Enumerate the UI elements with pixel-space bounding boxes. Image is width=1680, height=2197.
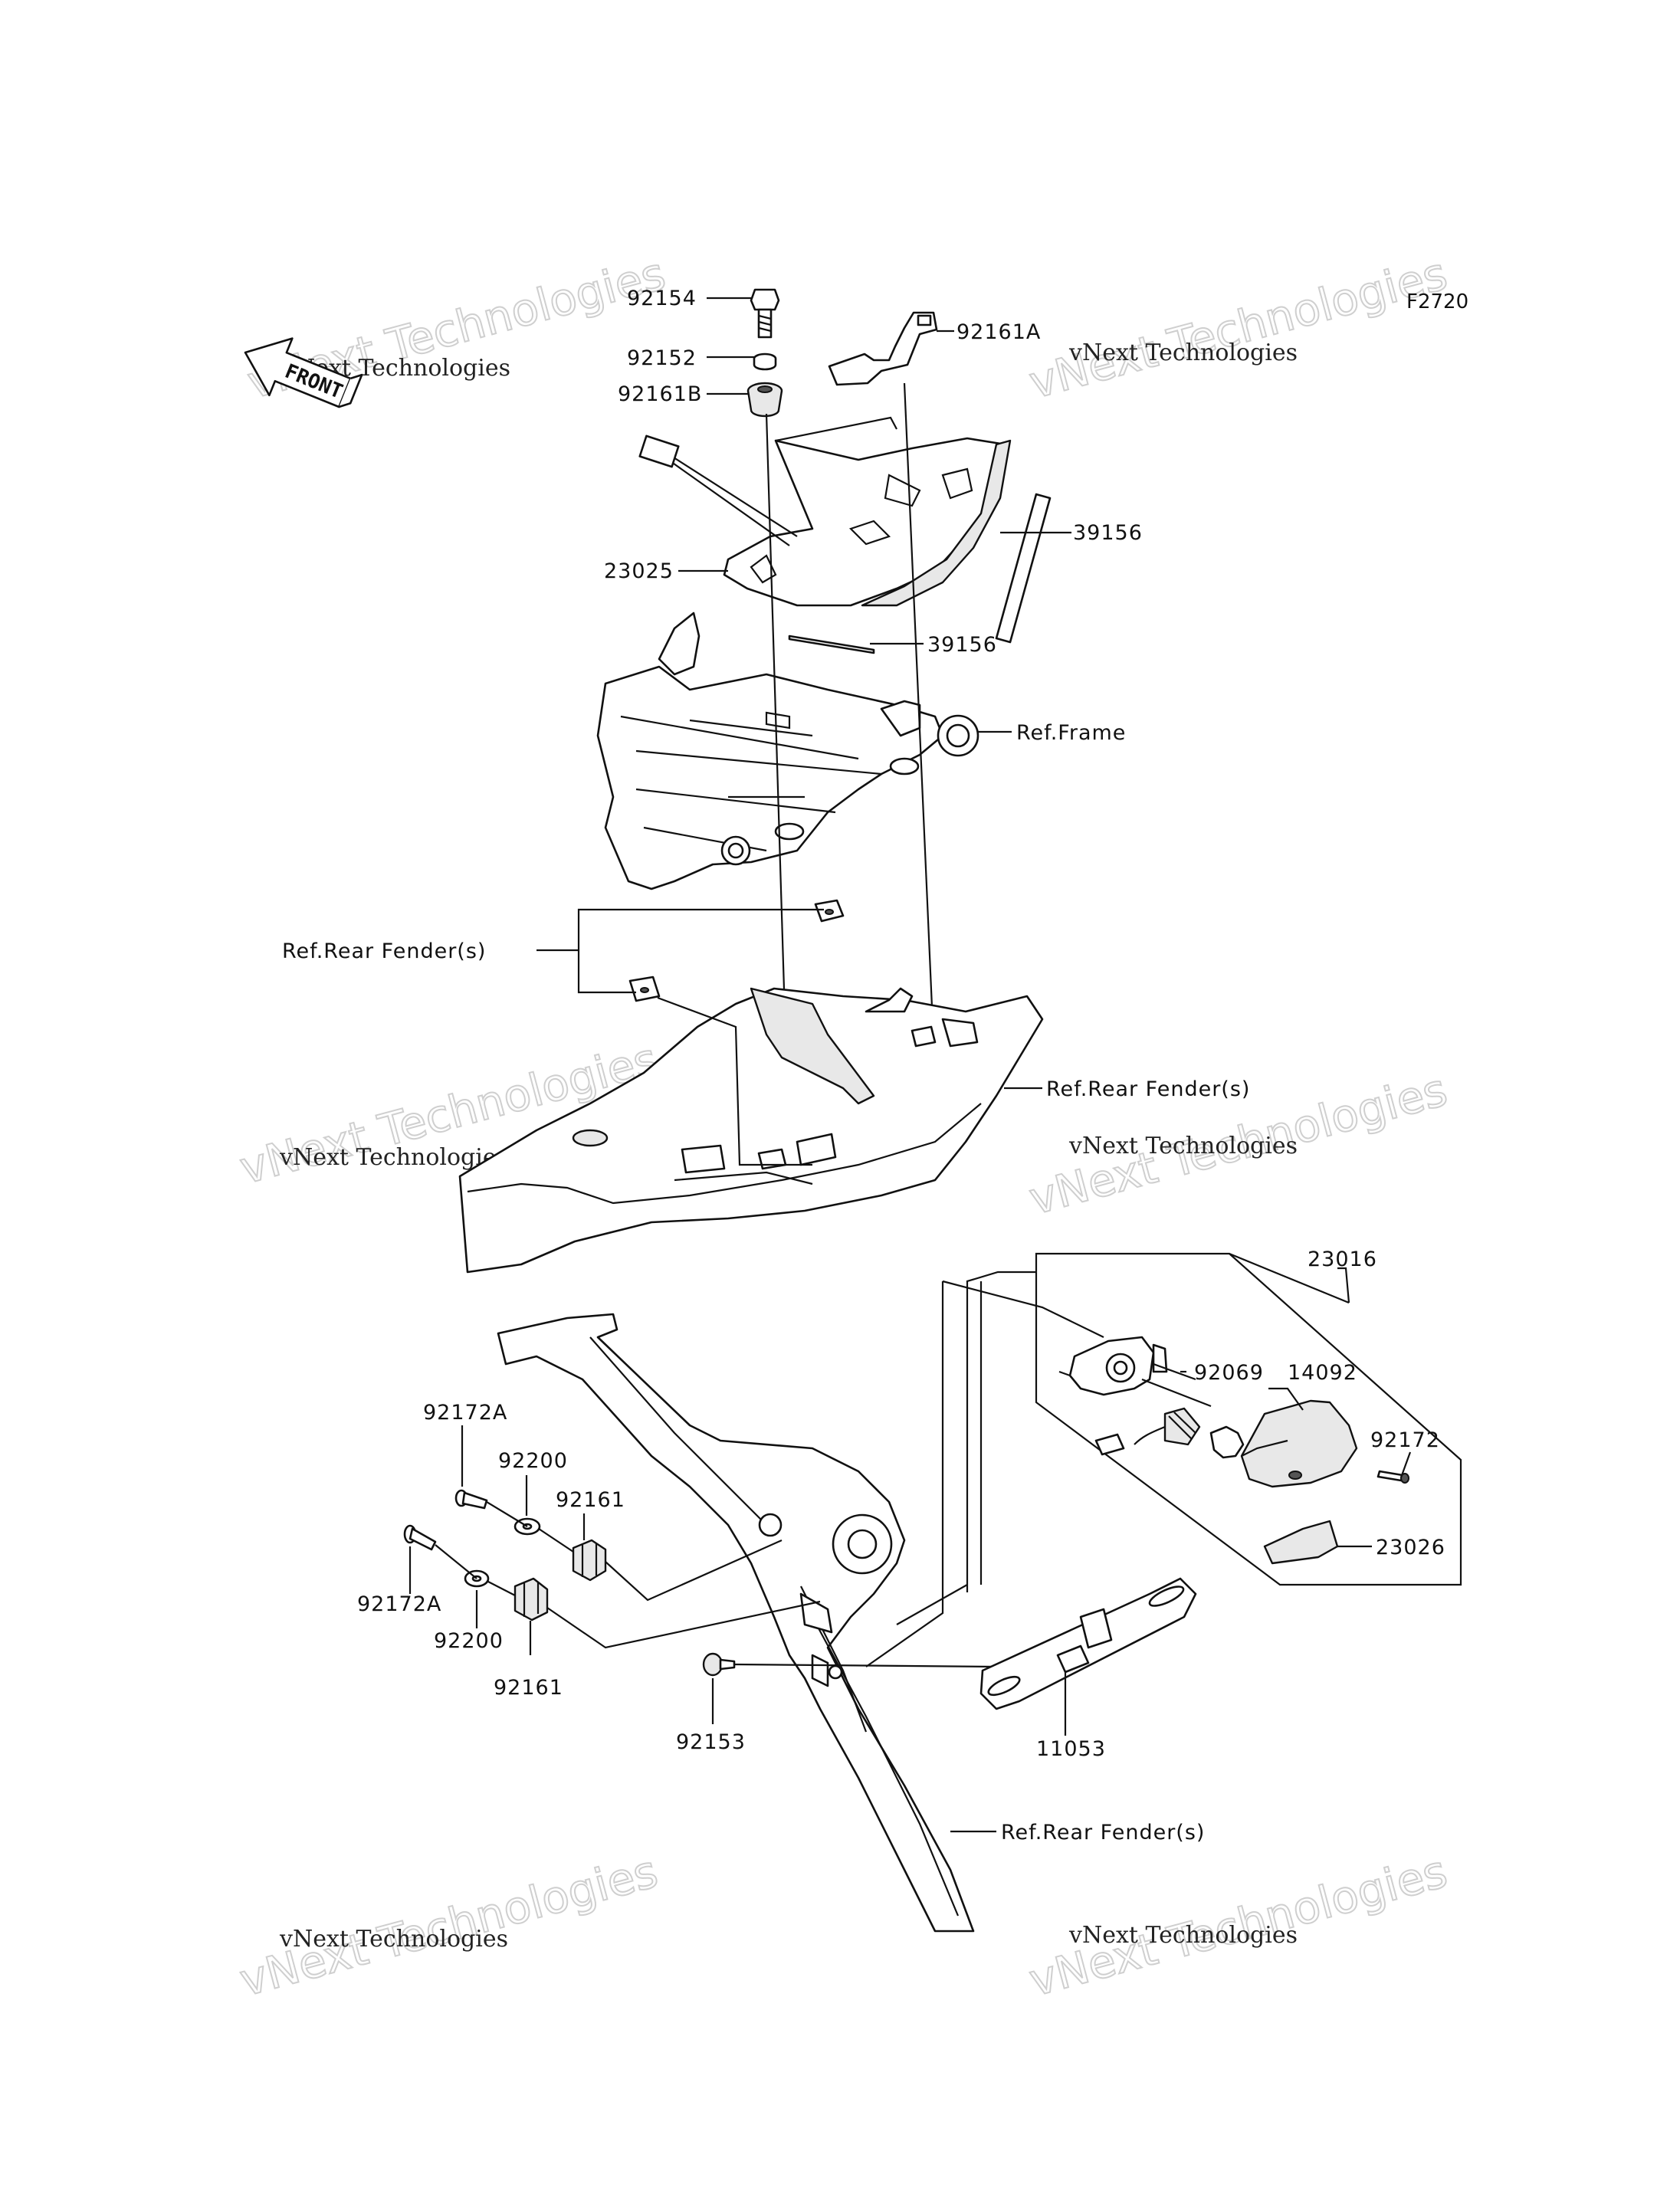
watermark: vNext Technologies: [1023, 247, 1453, 410]
callout-23016: 23016: [1308, 1248, 1377, 1271]
watermark-text: vNext Technologies: [279, 1926, 508, 1953]
leader-line: [733, 1663, 997, 1668]
callout-92172A-upper: 92172A: [423, 1401, 507, 1425]
callout-11053: 11053: [1036, 1737, 1106, 1761]
leader-line: [546, 1600, 821, 1649]
leader-line: [487, 1581, 516, 1596]
clip-nut: [814, 899, 845, 923]
callout-92161-lower: 92161: [494, 1676, 563, 1700]
callout-39156-upper: 39156: [1073, 521, 1143, 545]
callout-92161-upper: 92161: [556, 1488, 625, 1512]
watermark-text: vNext Technologies: [1068, 1922, 1298, 1949]
callout-39156-lower: 39156: [927, 633, 997, 657]
callout-92153: 92153: [676, 1730, 746, 1754]
tail-light-23025: [638, 434, 1012, 607]
callout-23026: 23026: [1376, 1536, 1445, 1559]
rear-fender-upper: [458, 987, 1044, 1274]
socket-assembly: [1058, 1336, 1212, 1408]
watermark-text: vNext Technologies: [279, 1144, 508, 1171]
damper-92161-upper: [572, 1539, 607, 1582]
diagram-code: F2720: [1406, 290, 1468, 313]
callout-labels: 92154 92152 92161B 92161A 39156 23025 39…: [282, 287, 1445, 1844]
watermark-text: vNext Technologies: [1068, 1133, 1298, 1159]
callout-92172A-lower: 92172A: [357, 1592, 441, 1616]
callout-92200-lower: 92200: [434, 1629, 504, 1653]
tape-39156-b: [788, 635, 875, 654]
callout-92200-upper: 92200: [498, 1449, 568, 1473]
watermark-text: vNext Technologies: [1068, 339, 1298, 366]
grommet-92161B: [746, 382, 783, 418]
washer-92152: [753, 353, 777, 371]
svg-text:vNext Technologies: vNext Technologies: [1024, 248, 1452, 409]
callout-92154: 92154: [627, 287, 697, 310]
bulb-socket-92069: [1094, 1407, 1201, 1456]
callout-92161A: 92161A: [956, 320, 1041, 344]
alignment-line: [903, 382, 938, 1112]
lens-14092: [1240, 1399, 1358, 1488]
leader-line: [605, 1539, 783, 1602]
bulb: [1209, 1425, 1245, 1459]
leader-line: [435, 1544, 477, 1579]
damper-92161-lower: [514, 1577, 549, 1622]
callout-ref-rear-fender-2: Ref.Rear Fender(s): [1046, 1077, 1250, 1101]
leader-line: [657, 996, 812, 1166]
frame-section: [596, 612, 979, 890]
bolt-92154: [750, 288, 780, 339]
leader-line: [486, 1501, 528, 1527]
callout-leaders: [409, 297, 1412, 1833]
callout-92152: 92152: [627, 346, 697, 370]
callout-92161B: 92161B: [618, 382, 702, 406]
callout-ref-frame: Ref.Frame: [1016, 721, 1126, 745]
lens-cover-23026: [1263, 1520, 1339, 1565]
assembly-box-23016: [865, 1252, 1462, 1667]
screw-92172: [1376, 1470, 1409, 1484]
leader-line: [577, 908, 824, 994]
callout-92172: 92172: [1370, 1428, 1440, 1452]
screw-92153: [702, 1652, 736, 1677]
callout-ref-rear-fender-1: Ref.Rear Fender(s): [282, 939, 486, 963]
licence-light-11053: [979, 1577, 1197, 1710]
stay-92161A: [828, 311, 938, 386]
leader-line: [538, 1528, 574, 1553]
callout-14092: 14092: [1288, 1361, 1357, 1385]
bolt-92172A-lower: [403, 1524, 437, 1551]
licence-bracket: [497, 1313, 975, 1933]
bolt-92172A-upper: [454, 1489, 488, 1510]
alignment-line: [775, 416, 897, 442]
clip-nut: [628, 976, 661, 1002]
tape-39156-a: [995, 493, 1052, 644]
callout-23025: 23025: [604, 559, 674, 583]
callout-ref-rear-fender-3: Ref.Rear Fender(s): [1001, 1821, 1205, 1844]
callout-92069: 92069: [1194, 1361, 1264, 1385]
